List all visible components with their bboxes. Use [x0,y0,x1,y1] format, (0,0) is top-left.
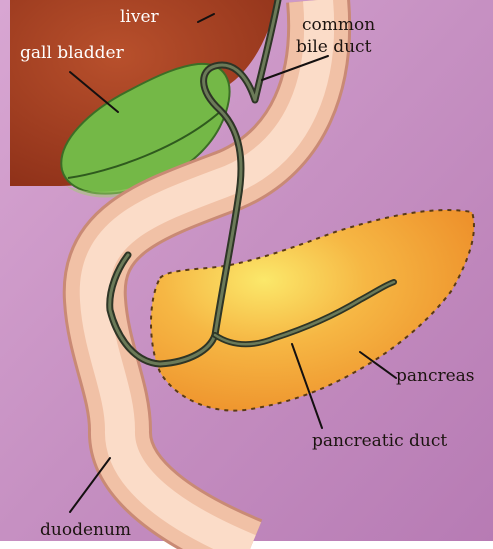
liver-label: liver [120,7,160,27]
pancreas-label: pancreas [396,366,475,386]
pancreatic-duct-label: pancreatic duct [312,431,447,451]
duodenum-label: duodenum [40,520,131,540]
common-bile-duct-label-line2: bile duct [296,37,372,57]
common-bile-duct-label-line1: common [302,15,375,35]
gall-bladder-label: gall bladder [20,43,125,63]
